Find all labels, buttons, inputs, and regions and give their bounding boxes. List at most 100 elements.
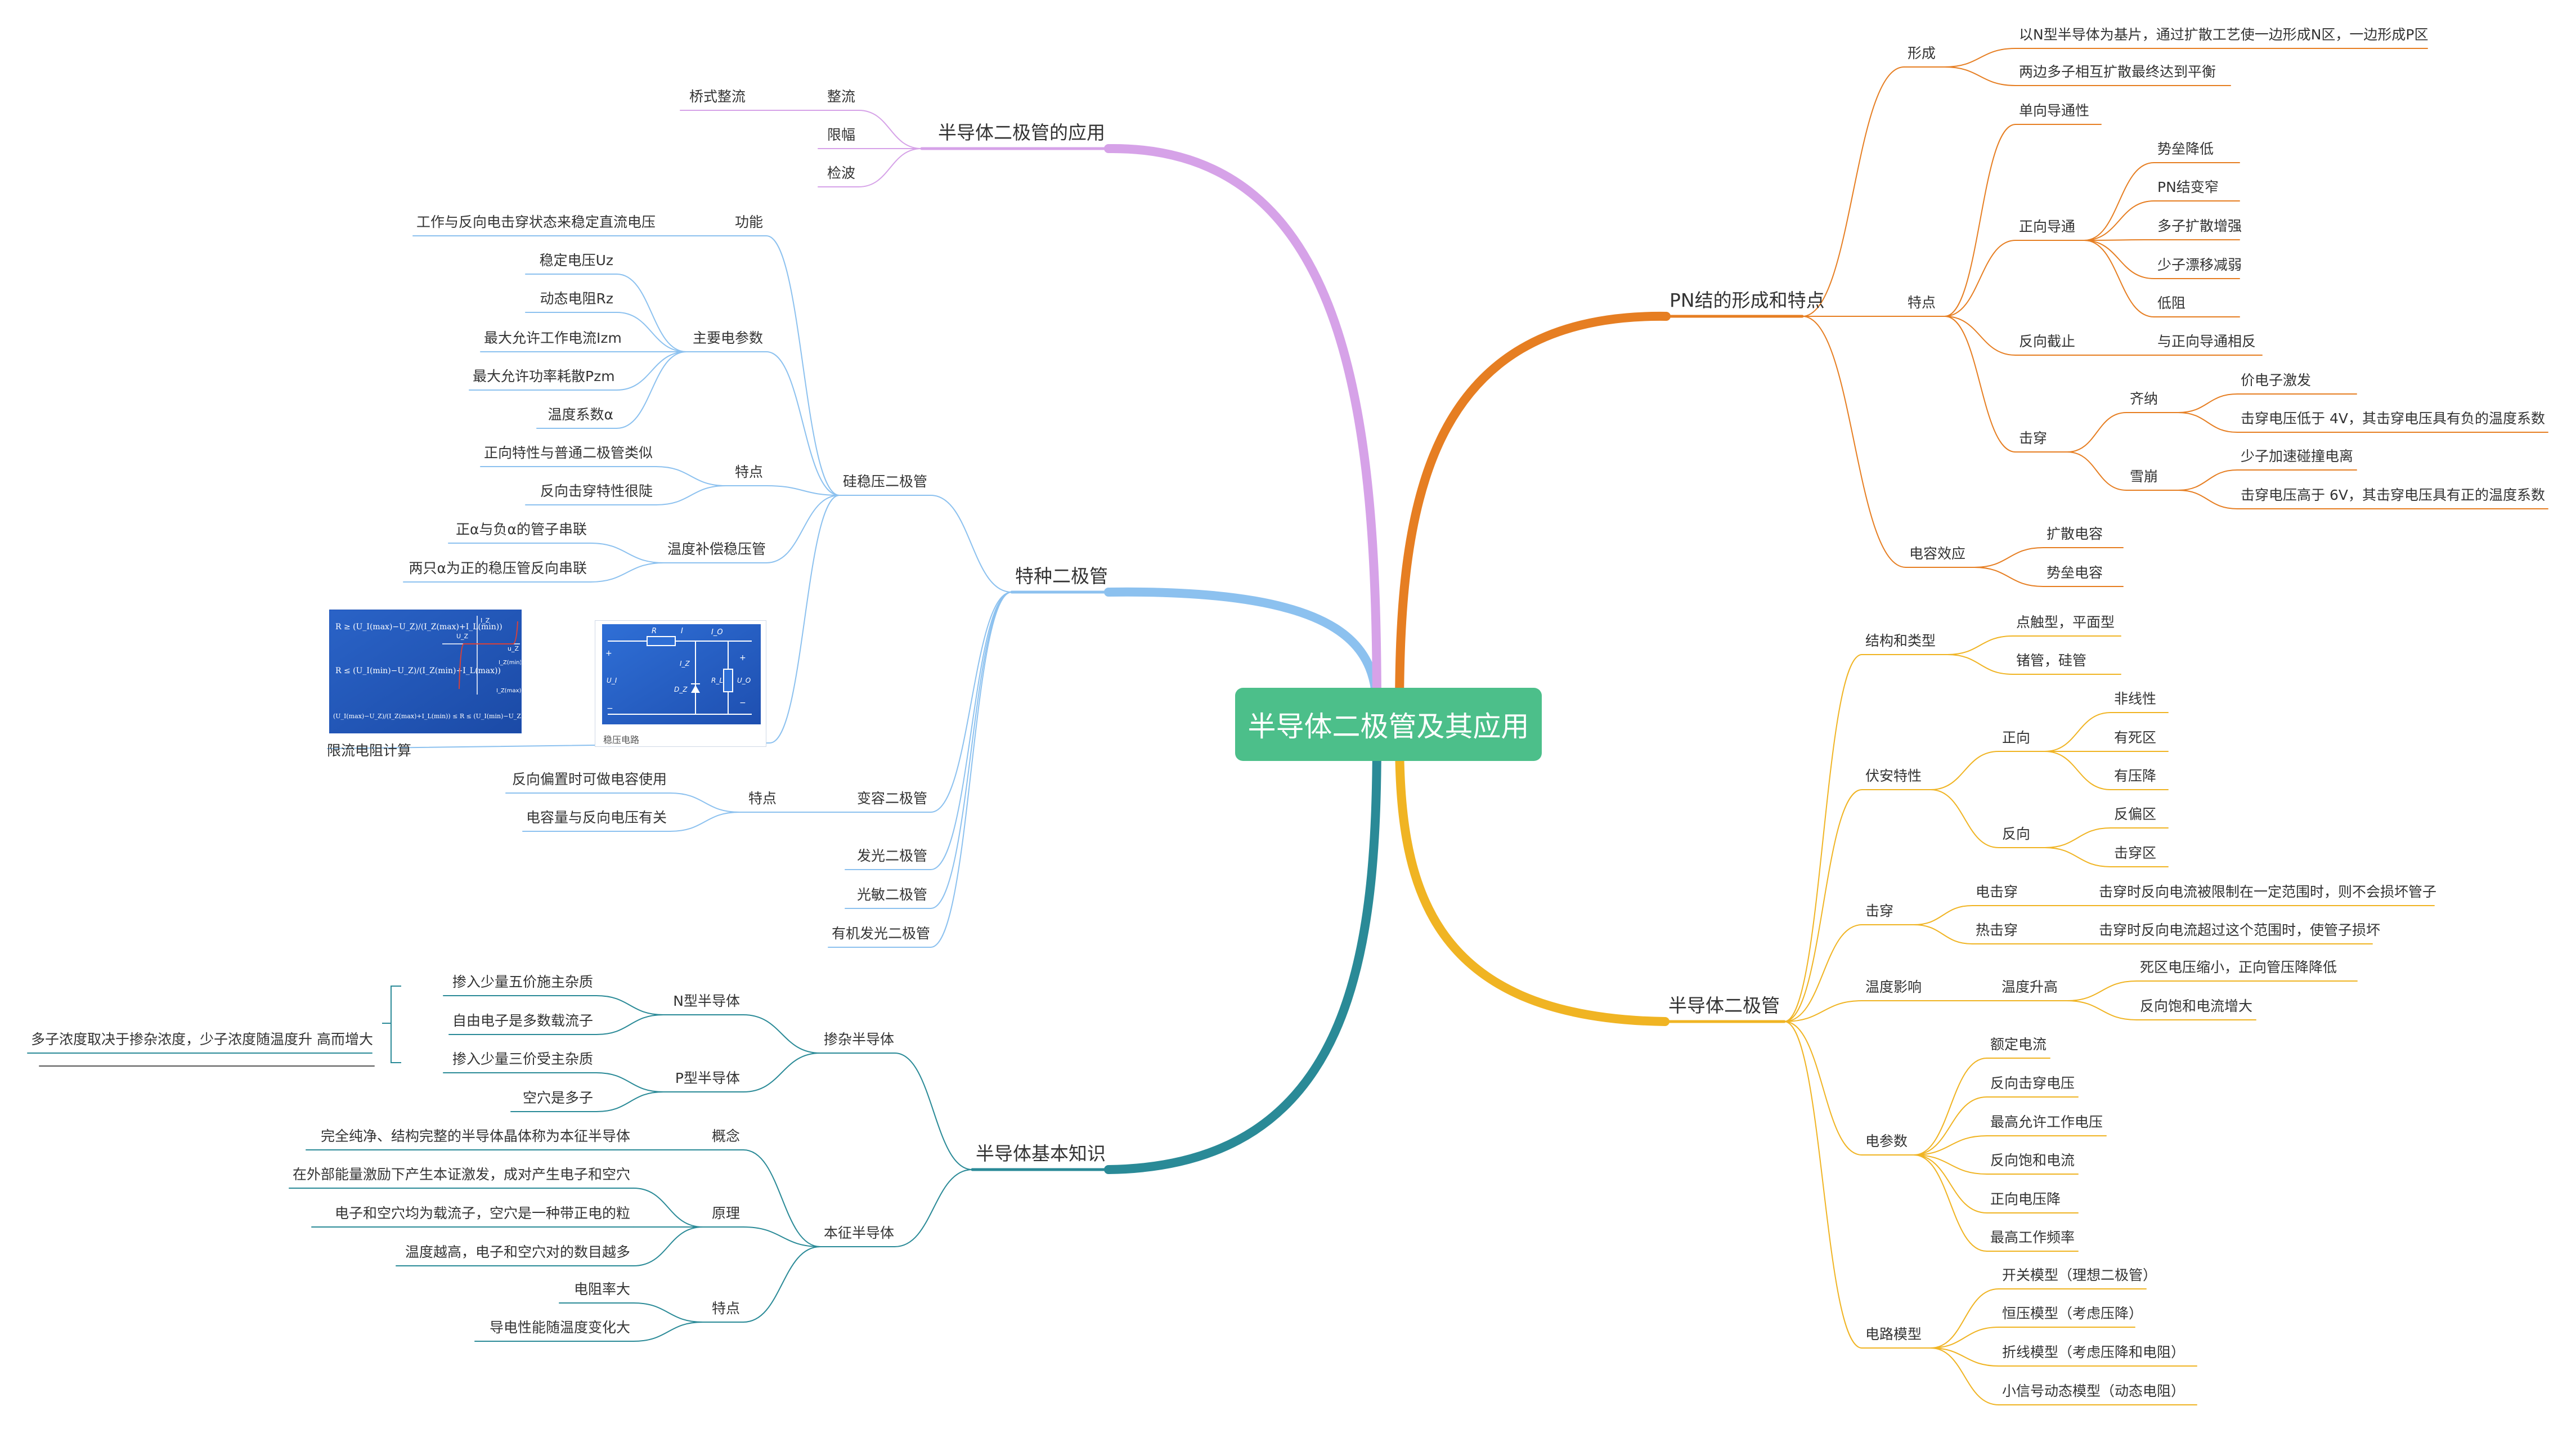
special-varactor-item-2[interactable]: 电容量与反向电压有关 [526,809,667,826]
diode-thermal-breakdown[interactable]: 热击穿 [1976,922,2018,938]
special-function-item[interactable]: 工作与反向电击穿状态来稳定直流电压 [416,214,656,230]
basic-n-item-1[interactable]: 掺入少量五价施主杂质 [452,974,593,990]
basic-p-type[interactable]: P型半导体 [675,1070,740,1086]
basic-topic[interactable]: 半导体基本知识 [976,1143,1106,1165]
diode-temp-rise[interactable]: 温度升高 [2001,979,2058,995]
basic-intrinsic[interactable]: 本征半导体 [824,1225,895,1241]
basic-n-item-2[interactable]: 自由电子是多数载流子 [452,1013,594,1029]
special-tempcomp[interactable]: 温度补偿稳压管 [667,541,766,557]
diode-thermal-item[interactable]: 击穿时反向电流超过这个范围时，使管子损坏 [2099,922,2381,938]
pn-forward-item-5[interactable]: 低阻 [2157,295,2186,311]
basic-concept[interactable]: 概念 [711,1128,740,1144]
special-varactor-item-1[interactable]: 反向偏置时可做电容使用 [511,771,667,787]
diode-models-item-4[interactable]: 小信号动态模型（动态电阻） [2002,1383,2185,1399]
pn-forward-item-3[interactable]: 多子扩散增强 [2157,218,2242,234]
diode-topic[interactable]: 半导体二极管 [1668,995,1780,1016]
pn-cap-item-2[interactable]: 势垒电容 [2047,565,2103,581]
pn-capacitance[interactable]: 电容效应 [1909,545,1966,562]
special-oled[interactable]: 有机发光二极管 [832,925,931,942]
special-tempcomp-item-2[interactable]: 两只α为正的稳压管反向串联 [409,560,587,576]
pn-zener[interactable]: 齐纳 [2130,391,2158,407]
diode-models[interactable]: 电路模型 [1865,1326,1922,1342]
pn-avalanche-item-2[interactable]: 击穿电压高于 6V，其击穿电压具有正的温度系数 [2241,487,2545,503]
basic-principle[interactable]: 原理 [711,1205,740,1221]
diode-vi-reverse-item-2[interactable]: 击穿区 [2114,845,2157,861]
basic-principle-item-3[interactable]: 温度越高，电子和空穴对的数目越多 [405,1244,630,1260]
diode-params-item-1[interactable]: 额定电流 [1990,1036,2047,1053]
pn-features[interactable]: 特点 [1908,294,1936,311]
diode-vi-reverse[interactable]: 反向 [2002,826,2031,842]
special-led[interactable]: 发光二极管 [856,848,927,864]
basic-principle-item-2[interactable]: 电子和空穴均为载流子，空穴是一种带正电的粒 [334,1205,630,1221]
diode-models-item-3[interactable]: 折线模型（考虑压降和电阻） [2002,1344,2185,1360]
pn-forward[interactable]: 正向导通 [2019,218,2076,235]
pn-forward-item-1[interactable]: 势垒降低 [2157,141,2214,157]
special-photo[interactable]: 光敏二极管 [856,886,927,903]
app-detect[interactable]: 检波 [827,165,855,181]
pn-formation-item-1[interactable]: 以N型半导体为基片，通过扩散工艺使一边形成N区，一边形成P区 [2019,26,2429,43]
diode-vi-forward-item-1[interactable]: 非线性 [2114,691,2157,707]
diode-temperature[interactable]: 温度影响 [1865,979,1922,995]
basic-doped[interactable]: 掺杂半导体 [824,1031,895,1047]
basic-doped-summary[interactable]: 多子浓度取决于掺杂浓度，少子浓度随温度升 高而增大 [31,1031,373,1047]
diode-structure[interactable]: 结构和类型 [1865,633,1936,649]
diode-vi-forward-item-3[interactable]: 有压降 [2114,768,2157,784]
pn-cap-item-1[interactable]: 扩散电容 [2047,526,2103,542]
diode-structure-item-1[interactable]: 点触型，平面型 [2016,614,2115,630]
central-topic[interactable]: 半导体二极管及其应用 [1235,688,1542,761]
pn-avalanche-item-1[interactable]: 少子加速碰撞电离 [2241,448,2354,464]
diode-params-item-2[interactable]: 反向击穿电压 [1990,1075,2075,1091]
app-rectify[interactable]: 整流 [827,88,855,105]
special-topic[interactable]: 特种二极管 [1015,565,1108,587]
diode-temp-rise-item-1[interactable]: 死区电压缩小，正向管压降降低 [2140,959,2337,975]
basic-principle-item-1[interactable]: 在外部能量激励下产生本证激发，成对产生电子和空穴 [293,1166,631,1183]
diode-structure-item-2[interactable]: 锗管，硅管 [2016,652,2087,669]
diode-vi-reverse-item-1[interactable]: 反偏区 [2114,806,2157,822]
diode-params-item-6[interactable]: 最高工作频率 [1990,1229,2075,1246]
basic-p-item-1[interactable]: 掺入少量三价受主杂质 [452,1051,593,1067]
special-params-item-4[interactable]: 最大允许功率耗散Pzm [473,368,615,384]
special-params[interactable]: 主要电参数 [692,330,763,346]
basic-n-type[interactable]: N型半导体 [673,993,740,1009]
pn-unidirectional[interactable]: 单向导通性 [2019,102,2090,119]
pn-reverse[interactable]: 反向截止 [2019,333,2076,350]
diode-temp-rise-item-2[interactable]: 反向饱和电流增大 [2140,998,2253,1014]
special-params-item-1[interactable]: 稳定电压Uz [539,252,613,268]
diode-electric-item[interactable]: 击穿时反向电流被限制在一定范围时，则不会损坏管子 [2099,884,2437,900]
pn-breakdown[interactable]: 击穿 [2019,430,2048,446]
pn-zener-item-2[interactable]: 击穿电压低于 4V，其击穿电压具有负的温度系数 [2241,410,2545,427]
diode-params-item-3[interactable]: 最高允许工作电压 [1990,1114,2103,1130]
basic-concept-item[interactable]: 完全纯净、结构完整的半导体晶体称为本征半导体 [320,1128,630,1144]
special-zener[interactable]: 硅稳压二极管 [843,473,928,490]
diode-breakdown[interactable]: 击穿 [1865,903,1894,919]
pn-forward-item-4[interactable]: 少子漂移减弱 [2157,257,2242,273]
basic-features-item-2[interactable]: 导电性能随温度变化大 [489,1319,630,1336]
special-params-item-2[interactable]: 动态电阻Rz [540,290,614,307]
basic-features[interactable]: 特点 [711,1300,740,1316]
diode-params-item-5[interactable]: 正向电压降 [1990,1191,2061,1207]
pn-reverse-item[interactable]: 与正向导通相反 [2157,333,2256,350]
pn-formation-item-2[interactable]: 两边多子相互扩散最终达到平衡 [2019,64,2216,80]
pn-formation[interactable]: 形成 [1908,45,1936,61]
diode-vi[interactable]: 伏安特性 [1865,768,1922,784]
special-params-item-3[interactable]: 最大允许工作电流Izm [484,330,622,346]
pn-avalanche[interactable]: 雪崩 [2130,468,2158,485]
basic-features-item-1[interactable]: 电阻率大 [573,1281,630,1297]
special-params-item-5[interactable]: 温度系数α [547,406,613,423]
special-varactor[interactable]: 变容二极管 [856,790,927,807]
pn-zener-item-1[interactable]: 价电子激发 [2241,372,2312,388]
app-rectify-item[interactable]: 桥式整流 [689,88,746,105]
app-topic[interactable]: 半导体二极管的应用 [938,122,1105,144]
diode-vi-forward[interactable]: 正向 [2002,729,2031,746]
diode-electric-breakdown[interactable]: 电击穿 [1976,884,2018,900]
basic-p-item-2[interactable]: 空穴是多子 [522,1090,593,1106]
special-varactor-features[interactable]: 特点 [748,790,777,807]
diode-vi-forward-item-2[interactable]: 有死区 [2114,729,2157,746]
special-tempcomp-item-1[interactable]: 正α与负α的管子串联 [456,521,587,538]
special-features-item-1[interactable]: 正向特性与普通二极管类似 [484,445,653,461]
special-features-item-2[interactable]: 反向击穿特性很陡 [540,483,653,499]
pn-topic[interactable]: PN结的形成和特点 [1670,289,1825,311]
diode-params-item-4[interactable]: 反向饱和电流 [1990,1152,2075,1168]
app-limit[interactable]: 限幅 [827,127,855,143]
diode-models-item-1[interactable]: 开关模型（理想二极管） [2002,1267,2157,1283]
